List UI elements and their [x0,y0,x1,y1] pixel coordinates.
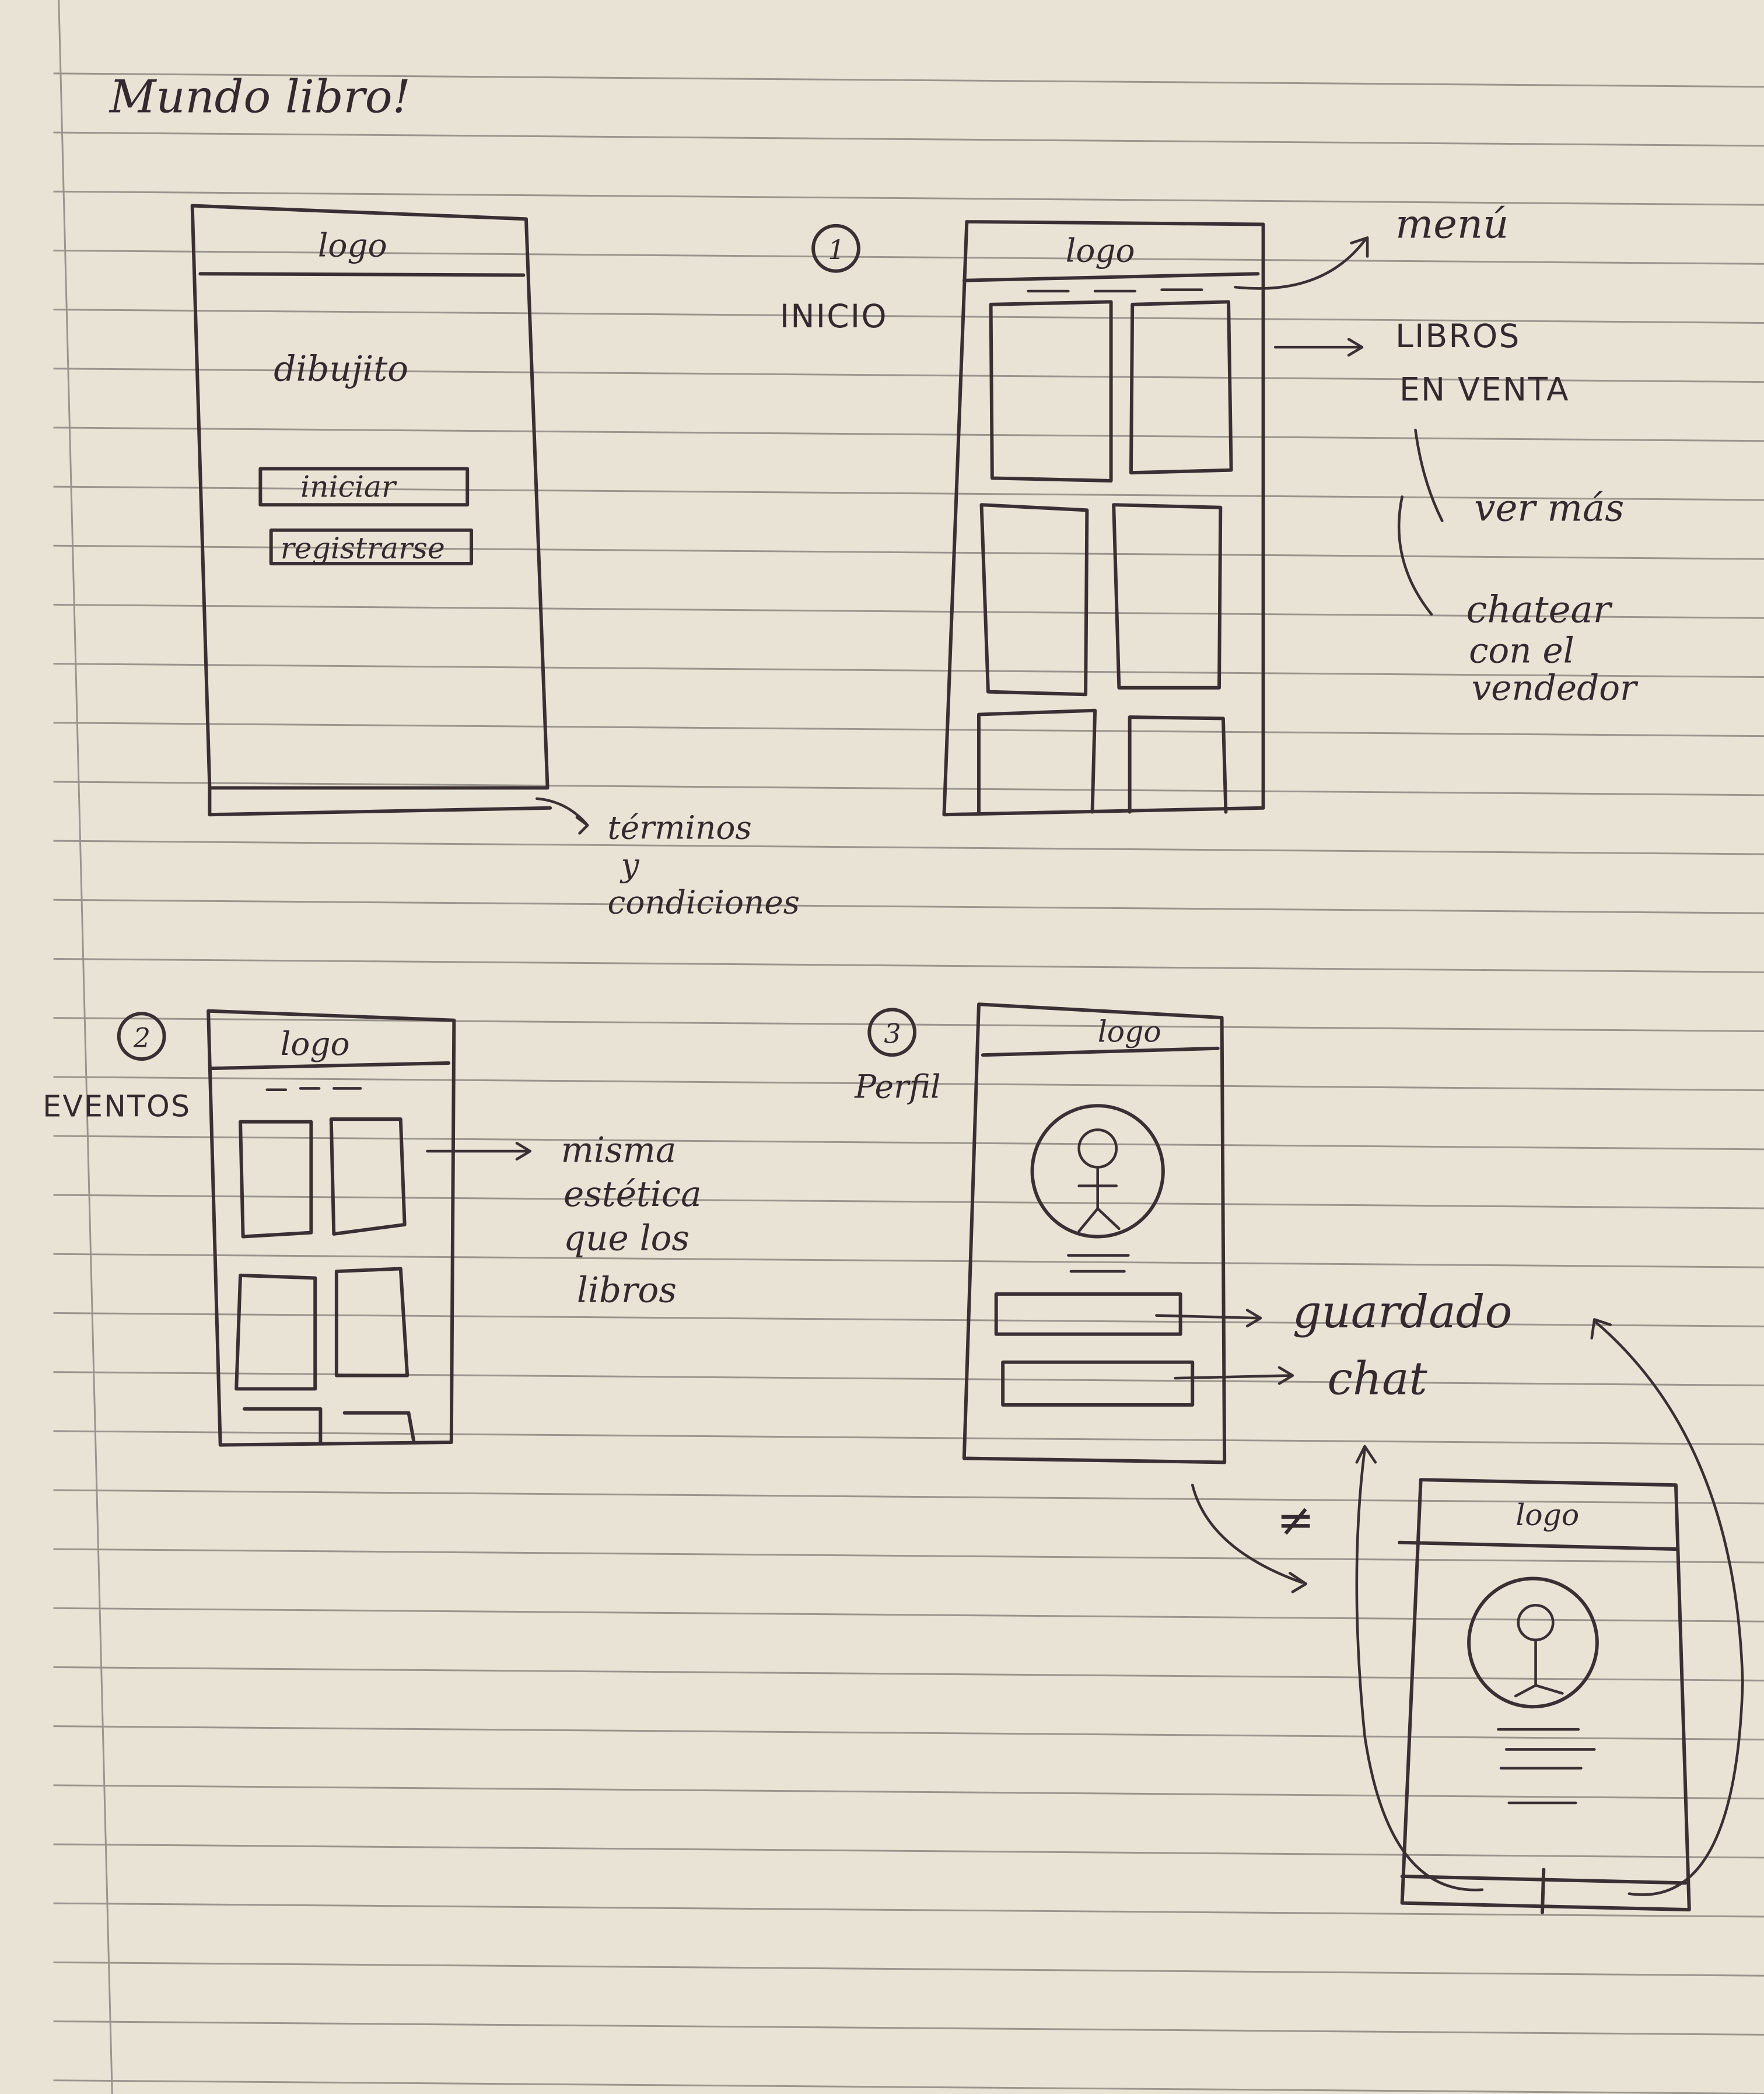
paper-rule-line [53,368,1764,383]
margin-line [58,0,113,2094]
welcome-logo: logo [318,226,387,264]
paper-rule-line [53,249,1764,265]
home-screen-sketch: 1 INICIO logo menú LIBROS EN VENTA ver m… [780,201,1639,817]
events-note-3: que los [564,1218,690,1259]
paper-rule-line [53,309,1764,324]
welcome-illustration: dibujito [274,349,408,389]
events-note-2: estética [564,1174,702,1215]
paper-rule-line [53,427,1764,442]
login-button-label: iniciar [300,469,397,504]
paper-rule-line [53,2020,1764,2036]
paper-rule-line [53,190,1764,206]
screen-number-circle [811,223,860,273]
paper-rule-line [53,1430,1764,1446]
paper-rule-line [53,840,1764,855]
see-more-note: ver más [1474,487,1624,530]
events-logo: logo [281,1025,350,1062]
paper-rule-line [53,1961,1764,1977]
books-note-1: LIBROS [1395,317,1520,355]
terms-note-3: condiciones [608,884,800,921]
register-button[interactable] [269,528,474,565]
events-screen-sketch: 2 EVENTOS logo misma estética que los li… [43,1009,702,1447]
paper-rule-line [53,131,1764,147]
other-profile-avatar [1467,1576,1599,1709]
profile-label: Perfil [854,1068,940,1105]
chat-seller-note-2: con el [1469,631,1574,671]
paper-rule-line [53,1843,1764,1859]
events-note-4: libros [577,1271,677,1311]
register-button-label: registrarse [281,531,445,565]
avatar [1030,1104,1165,1239]
paper-rule-line [53,1135,1764,1151]
books-note-2: EN VENTA [1399,371,1570,408]
paper-rule-line [53,1076,1764,1092]
chat-seller-note-1: chatear [1466,589,1613,632]
terms-note-1: términos [608,809,752,846]
paper-rule-line [53,544,1764,560]
not-equal-sign: ≠ [1276,1494,1316,1547]
paper-rule-line [53,603,1764,619]
login-button[interactable] [258,467,470,507]
page-title: Mundo libro! [108,71,411,123]
paper-rule-line [53,2079,1764,2094]
saved-button[interactable] [994,1292,1182,1336]
chat-note: chat [1327,1353,1427,1406]
profile-screen-sketch: 3 Perfil logo guardado chat ≠ logo [854,1002,1744,1914]
paper-rule-line [53,899,1764,914]
events-number: 2 [133,1023,150,1054]
paper-rule-line [53,957,1764,973]
paper-rule-line [53,1194,1764,1209]
events-note-1: misma [561,1130,676,1170]
home-logo: logo [1066,232,1135,270]
paper-rule-line [53,1725,1764,1741]
paper-rule-line [53,722,1764,737]
paper-rule-line [53,1017,1764,1032]
paper-rule-line [53,1312,1764,1327]
terms-note-2: y [619,847,639,884]
paper-rule-line [53,1548,1764,1564]
other-profile-logo: logo [1516,1498,1579,1532]
menu-note: menú [1395,201,1508,247]
paper-rule-line [53,1902,1764,1918]
paper-rule-line [53,72,1764,88]
paper-rule-line [53,485,1764,501]
home-number: 1 [828,235,845,265]
profile-number: 3 [884,1019,901,1050]
chat-seller-note-3: vendedor [1472,668,1639,708]
events-label: EVENTOS [43,1089,191,1124]
welcome-screen-sketch: logo dibujito iniciar registrarse términ… [190,204,800,921]
paper-rule-line [53,1784,1764,1800]
paper-rule-line [53,663,1764,678]
saved-note: guardado [1293,1286,1512,1338]
chat-button[interactable] [1001,1360,1195,1407]
book-cards [977,300,1233,814]
paper-rule-line [53,1253,1764,1268]
paper-rule-line [53,781,1764,796]
profile-logo: logo [1098,1014,1161,1048]
paper-rule-line [53,1607,1764,1623]
paper-rule-line [53,1489,1764,1505]
paper-rules [53,72,1764,2094]
home-label: INICIO [780,298,888,335]
